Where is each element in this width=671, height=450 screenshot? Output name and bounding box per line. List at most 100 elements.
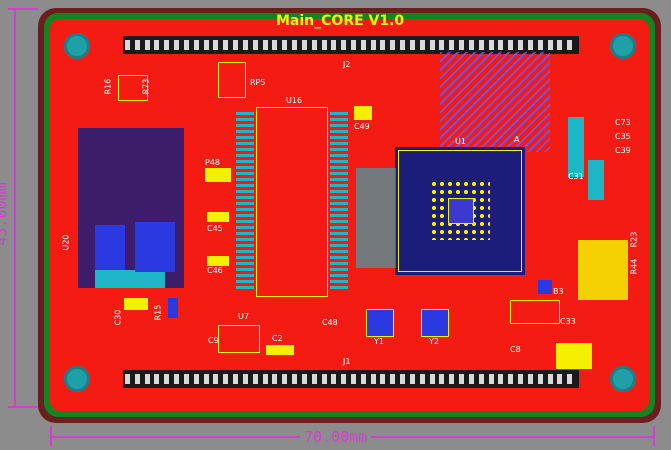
header-pin [311, 40, 317, 50]
header-pin [164, 374, 170, 384]
header-pin [331, 40, 337, 50]
trace-bundle-center [440, 52, 550, 152]
header-pin [193, 40, 199, 50]
header-pin [331, 374, 337, 384]
header-j2[interactable] [123, 36, 579, 54]
header-pin [213, 374, 219, 384]
r15-pads[interactable] [168, 298, 178, 318]
p48-ref: P48 [205, 158, 221, 167]
r23-ref: R23 [629, 231, 639, 248]
c8-ref: C8 [510, 345, 521, 354]
dimension-height-tick-top [8, 8, 38, 10]
right-cap-bank[interactable] [568, 117, 584, 177]
p48-pads[interactable] [205, 168, 231, 182]
header-pin [498, 40, 504, 50]
header-j1-ref: J1 [343, 357, 351, 366]
header-pin [380, 40, 386, 50]
y2-ref: Y2 [429, 337, 439, 346]
u7-chip[interactable] [218, 325, 260, 353]
u16-ref: U16 [286, 96, 303, 105]
header-pin [380, 374, 386, 384]
header-pin [400, 374, 406, 384]
header-pin [262, 374, 268, 384]
header-pin [449, 374, 455, 384]
u1-decoupling-area [356, 168, 396, 268]
header-pin [183, 374, 189, 384]
header-pin [439, 40, 445, 50]
header-pin [154, 40, 160, 50]
header-pin [154, 374, 160, 384]
header-pin [557, 374, 563, 384]
header-pin [203, 374, 209, 384]
c46-ref: C46 [207, 266, 223, 275]
header-pin [292, 374, 298, 384]
header-pin [419, 40, 425, 50]
header-pin [557, 40, 563, 50]
rp5-pads[interactable] [218, 62, 246, 98]
mounting-hole-bottom-right [610, 366, 636, 392]
header-pin [547, 374, 553, 384]
header-pin [351, 40, 356, 50]
header-pin [567, 40, 573, 50]
header-pin [527, 374, 533, 384]
c33-ref: C33 [560, 317, 576, 326]
dimension-width-label: 70.00mm [300, 428, 372, 446]
c30-pads[interactable] [124, 298, 148, 310]
header-pin [518, 374, 524, 384]
header-pin [468, 40, 474, 50]
u16-pins-right [330, 112, 348, 292]
header-pin [429, 374, 435, 384]
y1-ref: Y1 [374, 337, 384, 346]
b3-pads[interactable] [538, 280, 552, 294]
header-pin [272, 374, 278, 384]
header-pin [508, 40, 514, 50]
c2-pads[interactable] [266, 345, 294, 355]
c49-pads[interactable] [354, 106, 372, 120]
header-pin [518, 40, 524, 50]
bottom-right-connector[interactable] [556, 343, 592, 369]
header-j1[interactable] [123, 370, 579, 388]
c33-pads[interactable] [510, 300, 560, 324]
header-pin [203, 40, 209, 50]
header-pin [341, 374, 347, 384]
header-pin [360, 374, 366, 384]
header-pin [370, 40, 376, 50]
header-pin [262, 40, 268, 50]
r16-r73-pads[interactable] [118, 75, 148, 101]
u1-pin1-marker: A [514, 135, 520, 144]
header-pin [292, 40, 298, 50]
dimension-width-tick-left [50, 426, 52, 446]
r44-ref: R44 [629, 258, 639, 275]
right-reg-block[interactable] [578, 240, 628, 300]
y2-crystal[interactable] [421, 309, 449, 337]
mounting-hole-top-left [64, 33, 90, 59]
header-pin [233, 40, 239, 50]
header-pin [351, 374, 356, 384]
u16-chip[interactable] [256, 107, 328, 297]
b3-ref: B3 [553, 287, 564, 296]
header-pin [439, 374, 445, 384]
c49-ref: C49 [354, 122, 370, 131]
header-pin [223, 40, 229, 50]
header-pin [223, 374, 229, 384]
header-pin [174, 374, 180, 384]
header-pin [400, 40, 406, 50]
c35-ref: C35 [615, 132, 631, 141]
header-pin [547, 40, 553, 50]
c31-ref: C31 [568, 172, 584, 181]
y1-crystal[interactable] [366, 309, 394, 337]
r15-ref: R15 [153, 304, 163, 321]
rp5-ref: RP5 [250, 78, 266, 87]
r16-ref: R16 [103, 78, 113, 95]
header-pin [537, 374, 543, 384]
c9-ref: C9 [208, 336, 219, 345]
c45-pads[interactable] [207, 212, 229, 222]
header-pin [409, 374, 415, 384]
c46-pads[interactable] [207, 256, 229, 266]
u20-pad-block-c [135, 222, 175, 272]
header-pin [242, 374, 248, 384]
header-pin [488, 374, 494, 384]
c73-ref: C73 [615, 118, 631, 127]
header-pin [125, 40, 130, 50]
header-pin [488, 40, 494, 50]
